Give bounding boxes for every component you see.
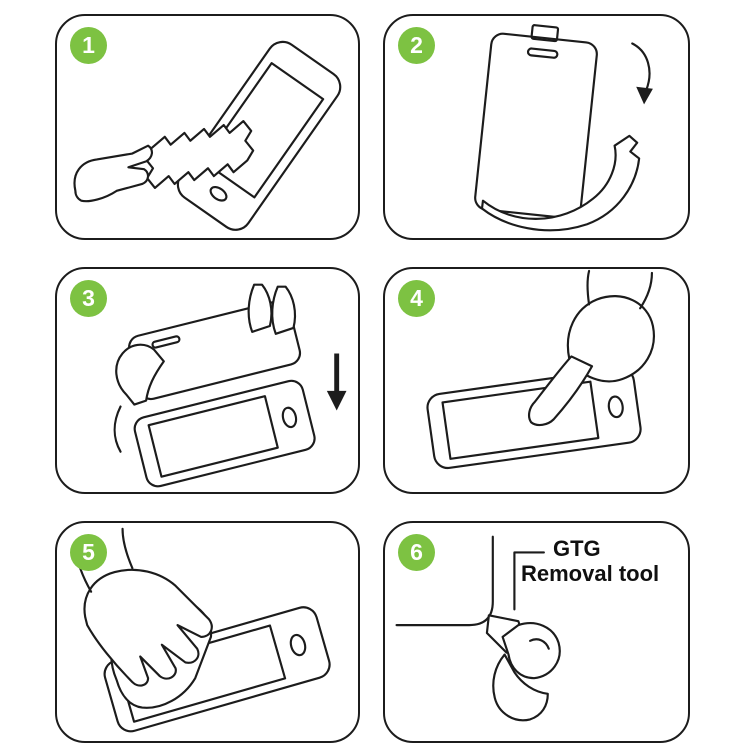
align-protector-illustration: [113, 283, 347, 488]
press-screen-illustration: [426, 269, 655, 470]
finger-icon: [271, 285, 297, 335]
step-4-panel: 4: [383, 267, 690, 494]
wrist-line: [121, 527, 134, 570]
hand-icon: [73, 144, 153, 203]
step-6-panel: 6 GTG Removal tool: [383, 521, 690, 743]
thumb-tip-icon: [492, 653, 549, 722]
index-finger-icon: [527, 355, 594, 427]
thumb-icon: [115, 343, 165, 406]
step-1-badge: 1: [70, 27, 107, 64]
step-3-badge: 3: [70, 280, 107, 317]
finger-icon: [247, 283, 273, 333]
step-6-badge: 6: [398, 534, 435, 571]
wipe-phone-with-cloth-illustration: [73, 40, 342, 231]
peeled-film-icon: [480, 134, 641, 232]
label-leader-line: [513, 551, 545, 611]
removal-tool-label-line1: GTG: [553, 536, 601, 561]
step-2-panel: 2: [383, 14, 690, 240]
wrist-line: [586, 269, 591, 306]
step-5-panel: 5: [55, 521, 360, 743]
pressing-hand-icon: [83, 568, 213, 687]
smooth-film-illustration: [74, 527, 331, 733]
peel-backing-film-illustration: [474, 24, 653, 232]
curved-arrow-icon: [631, 42, 651, 92]
phone-icon: [426, 367, 642, 470]
screen-protector-icon: [474, 24, 598, 220]
down-arrowhead-icon: [326, 390, 347, 411]
cleaning-cloth-icon: [144, 120, 255, 189]
phone-icon: [133, 379, 316, 488]
step-1-panel: 1: [55, 14, 360, 240]
removal-tool-label-line2: Removal tool: [521, 560, 660, 586]
arrowhead-icon: [636, 86, 653, 105]
step-5-badge: 5: [70, 534, 107, 571]
removal-tool-illustration: [395, 535, 561, 722]
step-4-badge: 4: [398, 280, 435, 317]
fingertip-icon: [501, 622, 561, 680]
fingernail-line: [529, 638, 550, 650]
fist-icon: [566, 295, 655, 383]
wrist-line: [639, 271, 654, 310]
removal-tool-label: GTG Removal tool: [521, 536, 688, 586]
step-3-panel: 3: [55, 267, 360, 494]
phone-icon: [176, 40, 342, 231]
instruction-sheet: 1 2 3: [55, 14, 690, 743]
step-2-badge: 2: [398, 27, 435, 64]
wrist-line: [113, 405, 122, 453]
screen-corner-line: [395, 535, 494, 627]
